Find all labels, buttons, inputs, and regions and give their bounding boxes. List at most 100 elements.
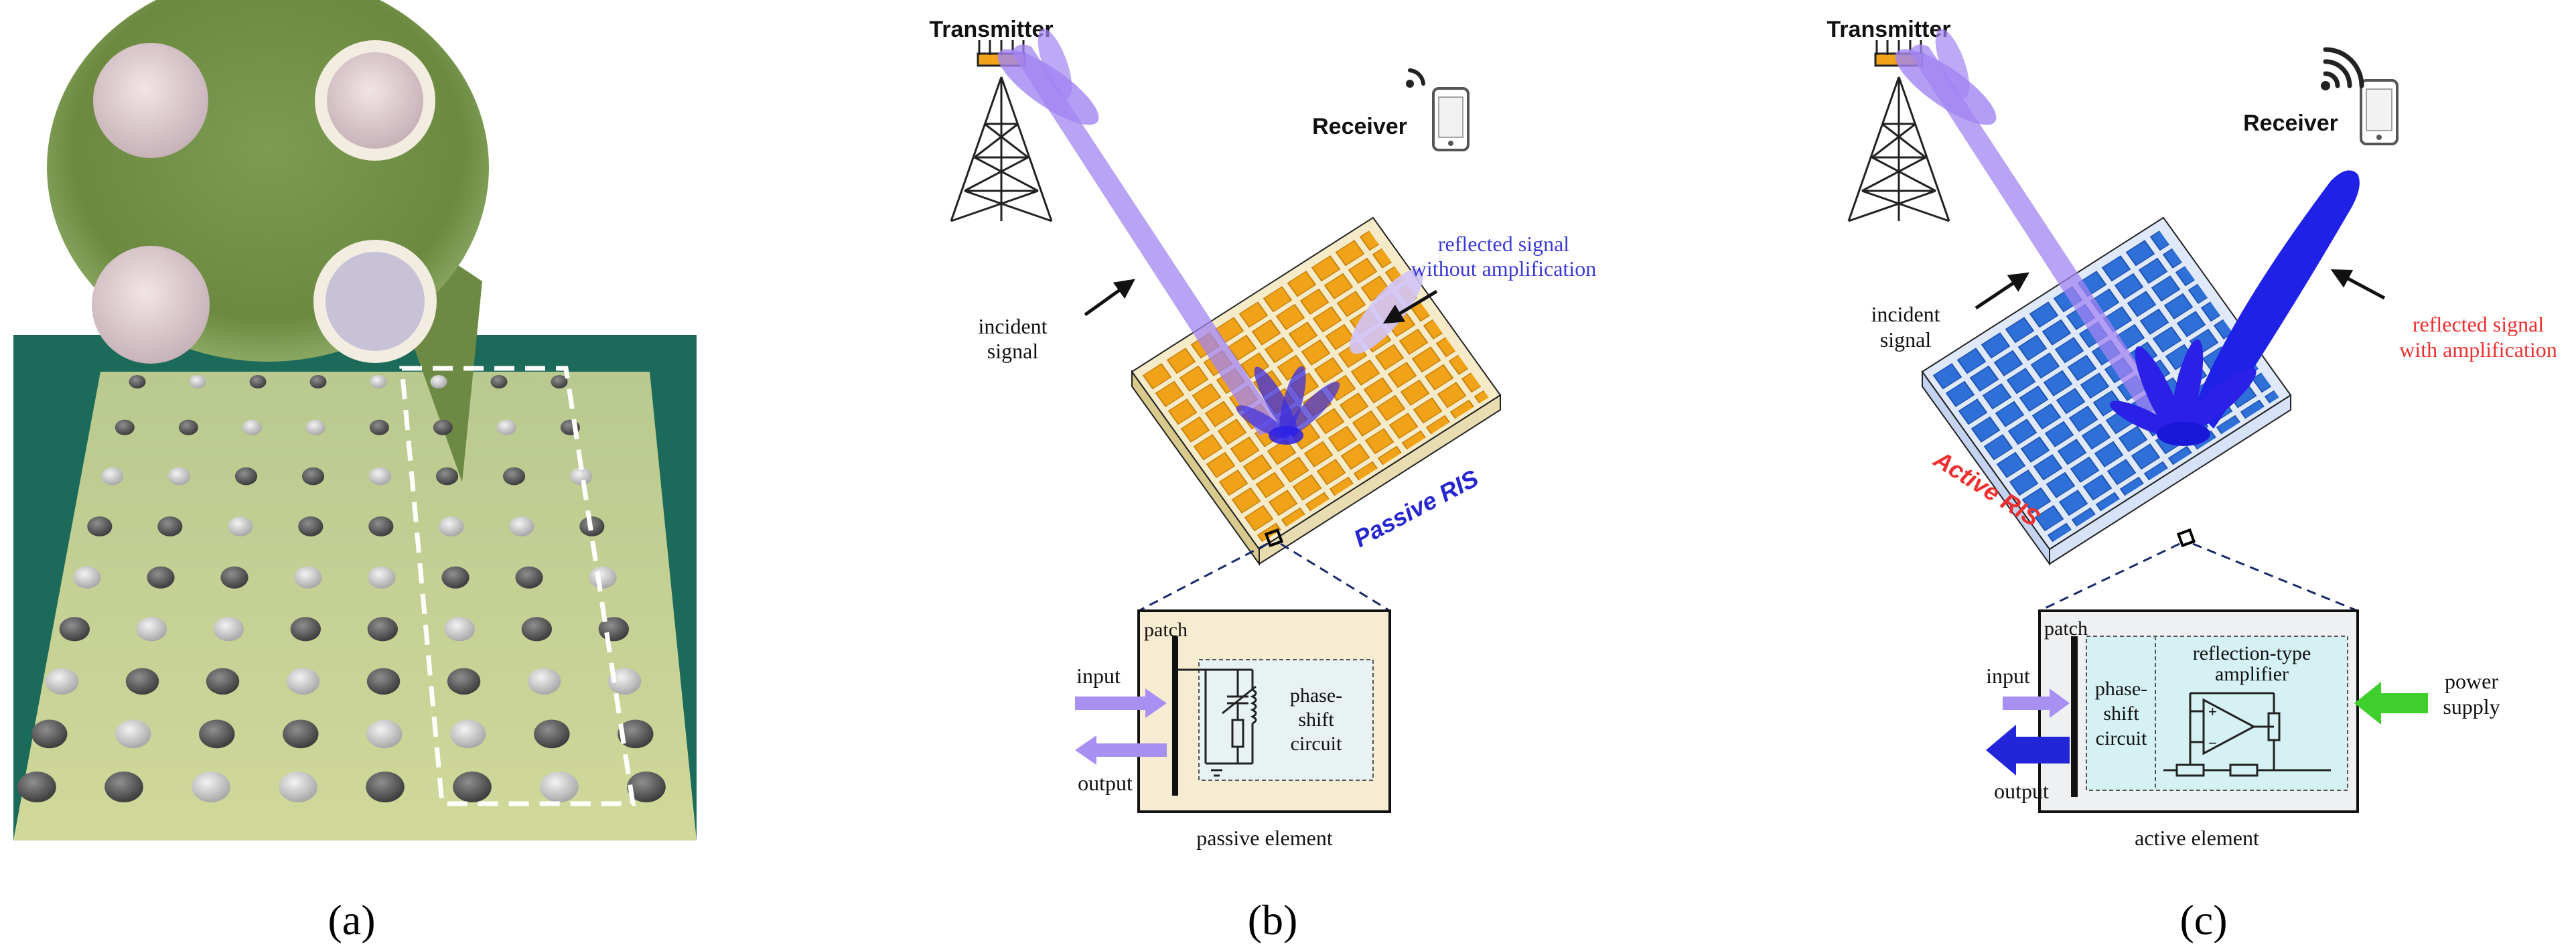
amplifier-label-1: reflection-type [2193, 642, 2311, 664]
board-dot [569, 467, 593, 486]
board-dot [309, 375, 327, 388]
board-dot [439, 516, 464, 536]
power-label-1: power [2445, 669, 2498, 693]
board-dot [115, 419, 135, 435]
board-dot [502, 467, 526, 486]
board-dot [444, 617, 475, 642]
board-dot [220, 566, 248, 589]
board-dot [618, 719, 654, 749]
reflected-label-1: reflected signal [1438, 232, 1569, 256]
receiver-phone-icon [2360, 79, 2399, 145]
zoom-line-right [2192, 542, 2358, 612]
board-dot [627, 772, 666, 802]
board-dot [249, 375, 267, 388]
incident-label-2: signal [1880, 328, 1932, 352]
circuit-label-1: phase- [1290, 684, 1342, 707]
reflected-label-1: reflected signal [2413, 312, 2544, 336]
board-dot [17, 772, 56, 802]
panel-a-photo: (a) [13, 0, 697, 944]
circuit-label-1: phase- [2095, 678, 2147, 700]
op-amp-icon [2163, 692, 2331, 777]
board-dot [189, 375, 206, 388]
board-dot [279, 772, 317, 802]
output-arrow [1075, 735, 1167, 765]
incident-label-1: incident [978, 314, 1047, 338]
board-dot [199, 719, 235, 749]
output-label: output [1078, 771, 1133, 795]
power-supply-arrow [2354, 682, 2428, 725]
board-dot [430, 375, 447, 388]
circuit-label-3: circuit [1291, 733, 1342, 755]
circuit-label-2: shift [1298, 709, 1334, 731]
element-label: active element [2135, 826, 2259, 850]
pad-bottom-left [92, 246, 210, 364]
board-dot [589, 566, 617, 589]
input-arrow [2003, 688, 2070, 718]
board-dot [450, 719, 486, 749]
output-label: output [1994, 779, 2049, 803]
board-dot [521, 617, 552, 642]
incident-label-1: incident [1871, 302, 1940, 326]
board-dot [534, 719, 570, 749]
board-dot [125, 668, 159, 695]
receiver-label: Receiver [1312, 114, 1407, 139]
board-dot [234, 467, 258, 486]
circuit-area [2086, 636, 2348, 791]
board-dot [368, 516, 394, 536]
board-dot [147, 566, 175, 589]
board-dot [157, 516, 183, 536]
board-dot [496, 419, 516, 435]
reflected-beam [2194, 170, 2360, 429]
incident-arrow [1975, 272, 2029, 310]
board-dot [366, 719, 403, 749]
reflected-arrow [1382, 289, 1438, 324]
transmitter-tower-icon [950, 40, 1053, 222]
board-dot [298, 516, 324, 536]
input-label: input [1986, 664, 2030, 688]
board-dot [115, 719, 151, 749]
pad-bottom-right [326, 252, 425, 351]
board-dot [73, 566, 101, 589]
board-dot [490, 375, 508, 388]
element-label: passive element [1196, 826, 1333, 850]
board-dot [178, 419, 198, 435]
board-dot [294, 566, 322, 589]
amplifier-label-2: amplifier [2215, 663, 2289, 685]
reflected-arrow [2330, 269, 2386, 300]
phase-shift-circuit [1198, 659, 1374, 781]
ris-board-photo [13, 372, 697, 841]
board-dot [509, 516, 534, 536]
caption-b: (b) [1248, 896, 1298, 944]
input-arrow [1075, 688, 1167, 718]
strong-signal-icon [2321, 47, 2364, 90]
receiver-phone-icon [1432, 87, 1470, 151]
board-dot [433, 419, 453, 435]
selected-element-marker [2176, 528, 2196, 548]
panel-b-passive-ris: Transmitter Receiver [929, 17, 1596, 944]
board-dot [551, 375, 568, 388]
selection-highlight [399, 366, 636, 806]
board-dot [369, 419, 389, 435]
circuit-label-2: shift [2103, 703, 2139, 725]
board-dot [305, 419, 326, 435]
board-dot [540, 772, 579, 802]
board-dot [192, 772, 230, 802]
circuit-label-3: circuit [2096, 727, 2147, 749]
board-dot [366, 668, 401, 695]
board-dot [370, 375, 387, 388]
board-dot-grid [17, 375, 666, 802]
passive-element-box: patch phase- shi [1075, 609, 1391, 813]
board-dot [228, 516, 253, 536]
passive-beams [997, 28, 1423, 445]
incident-beam [1909, 44, 2180, 435]
board-dot [607, 668, 642, 695]
output-arrow [1986, 725, 2070, 776]
board-dot [100, 467, 124, 486]
zoom-line-right [1280, 542, 1390, 612]
op-amp-minus: − [2208, 735, 2217, 751]
zoom-line-left [1138, 542, 1268, 612]
board-dot [31, 719, 68, 749]
active-element-box: patch phase- shift circuit reflection-ty… [1986, 609, 2500, 813]
reflected-label-2: with amplification [2399, 338, 2557, 362]
board-dot [447, 668, 481, 695]
